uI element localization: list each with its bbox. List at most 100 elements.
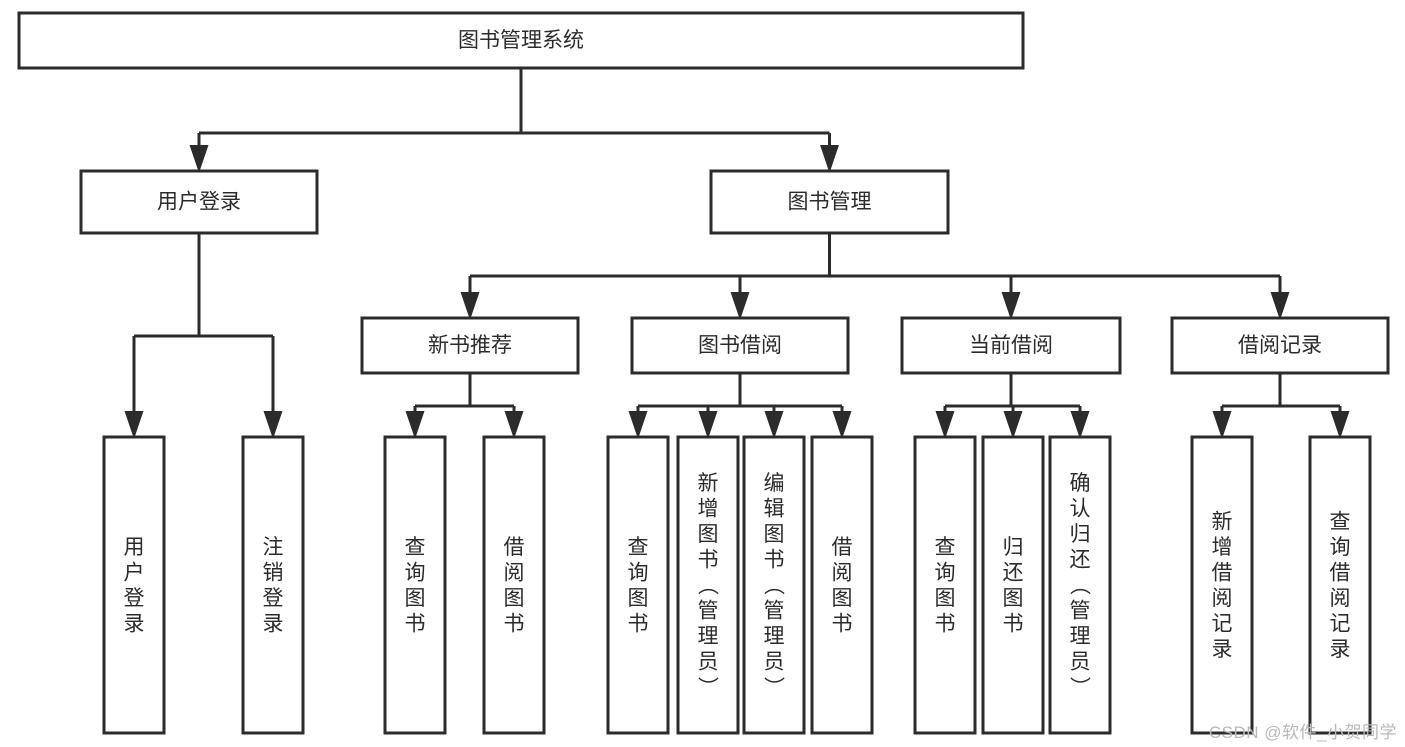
arrow-head-icon: [1212, 411, 1232, 439]
node-label-char: 询: [935, 561, 956, 584]
node-label-char: 员: [764, 651, 785, 674]
node-label-char: 书: [1003, 612, 1024, 635]
node-root[interactable]: 图书管理系统: [17, 11, 1025, 70]
node-label-char: 还: [1070, 549, 1091, 572]
node-box: [676, 435, 740, 735]
arrow-head-icon: [1070, 411, 1090, 439]
node-label-char: 阅: [504, 561, 525, 584]
arrow-head-icon: [504, 411, 524, 439]
node-label-char: 理: [698, 625, 719, 648]
node-box: [1190, 435, 1254, 735]
arrow-head-icon: [764, 411, 784, 439]
node-label: 借阅记录: [1238, 334, 1322, 357]
node-label-char: 借: [1330, 561, 1351, 584]
node-label-char: 询: [628, 561, 649, 584]
arrow-head-icon: [263, 411, 283, 439]
node-label-char: 图: [628, 587, 649, 610]
node-label: 图书管理系统: [458, 29, 584, 52]
node-label-char: 编: [764, 472, 785, 495]
node-label-char: 书: [832, 612, 853, 635]
node-label-char: 确: [1070, 472, 1091, 495]
node-label-char: 录: [1212, 638, 1233, 661]
node-box: [709, 169, 950, 235]
node-box: [810, 435, 874, 735]
arrow-head-icon: [1330, 411, 1350, 439]
node-leaf-user-login[interactable]: 用户登录: [102, 435, 166, 735]
node-box: [17, 11, 1025, 70]
node-label-char: 阅: [1330, 587, 1351, 610]
arrow-head-icon: [124, 411, 144, 439]
node-label-char: 新: [698, 472, 719, 495]
arrow-head-icon: [820, 145, 839, 173]
node-label-char: 管: [1070, 600, 1091, 623]
node-book-management[interactable]: 图书管理: [709, 169, 950, 235]
arrow-head-icon: [730, 292, 750, 320]
node-label-char: ）: [1068, 676, 1091, 697]
node-label: 当前借阅: [969, 334, 1053, 357]
node-label-char: 借: [832, 536, 853, 559]
connector-layer: [124, 68, 1350, 439]
node-label-char: 记: [1330, 612, 1351, 635]
node-label: 用户登录: [157, 191, 241, 214]
node-box: [482, 435, 546, 735]
node-label-char: 录: [1330, 638, 1351, 661]
node-label-char: 书: [628, 612, 649, 635]
arrow-head-icon: [405, 411, 425, 439]
node-label: 图书借阅: [698, 334, 782, 357]
node-book-borrow[interactable]: 图书借阅: [630, 316, 850, 375]
node-label-char: 查: [405, 536, 426, 559]
node-label-char: 借: [504, 536, 525, 559]
node-label-char: 书: [698, 549, 719, 572]
node-label-char: 理: [764, 625, 785, 648]
node-label-char: 图: [764, 523, 785, 546]
node-label-char: （: [696, 574, 719, 595]
node-label-char: 查: [628, 536, 649, 559]
node-label-char: （: [1068, 574, 1091, 595]
node-label-char: 图: [935, 587, 956, 610]
node-label-char: 图: [405, 587, 426, 610]
node-new-book-recommend[interactable]: 新书推荐: [360, 316, 580, 375]
node-borrow-record[interactable]: 借阅记录: [1170, 316, 1390, 375]
arrow-head-icon: [1001, 292, 1021, 320]
node-label-char: 员: [698, 651, 719, 674]
node-box: [1170, 316, 1390, 375]
arrow-head-icon: [832, 411, 852, 439]
node-current-borrow[interactable]: 当前借阅: [900, 316, 1122, 375]
node-label-char: 书: [764, 549, 785, 572]
arrow-head-icon: [1003, 411, 1023, 439]
node-label-char: 员: [1070, 651, 1091, 674]
node-label-char: 查: [1330, 510, 1351, 533]
arrow-head-icon: [935, 411, 955, 439]
node-box: [900, 316, 1122, 375]
node-label-char: 归: [1003, 536, 1024, 559]
node-label-char: ）: [696, 676, 719, 697]
node-label-char: 图: [832, 587, 853, 610]
node-label-char: 辑: [764, 498, 785, 521]
node-label-char: 注: [263, 536, 284, 559]
node-user-login[interactable]: 用户登录: [79, 169, 319, 235]
node-label-char: 录: [263, 612, 284, 635]
node-label-char: 阅: [1212, 587, 1233, 610]
node-label: 新书推荐: [428, 334, 512, 357]
node-label-char: 登: [263, 587, 284, 610]
node-label-char: 归: [1070, 523, 1091, 546]
arrow-head-icon: [1270, 292, 1290, 320]
node-box: [102, 435, 166, 735]
node-label-char: 询: [405, 561, 426, 584]
node-label-char: 增: [698, 498, 719, 521]
node-box: [360, 316, 580, 375]
node-label-char: 阅: [832, 561, 853, 584]
